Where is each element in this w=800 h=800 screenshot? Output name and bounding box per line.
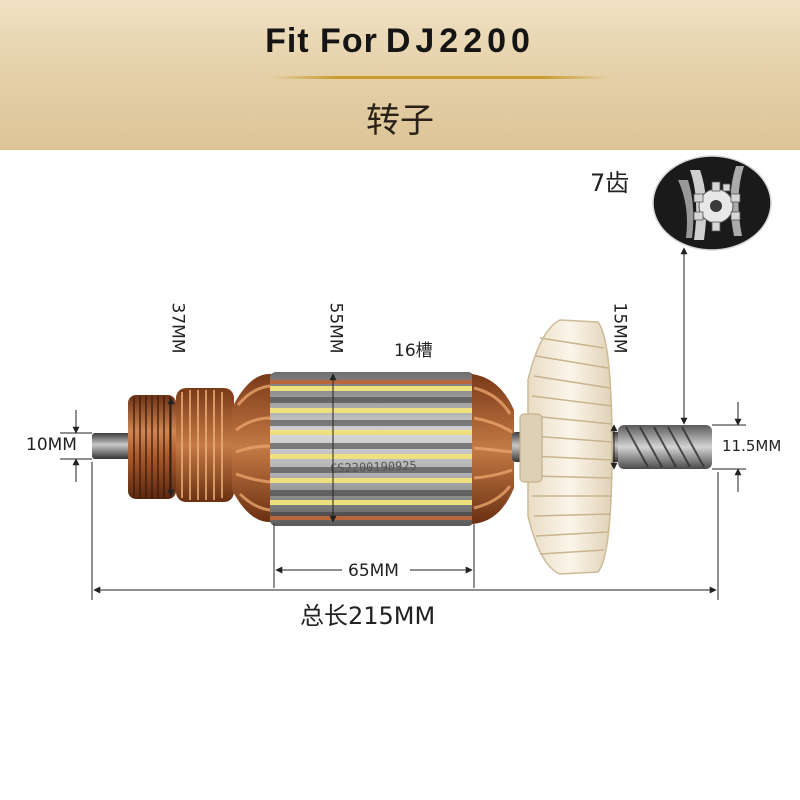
total-length-label: 总长215MM <box>300 602 436 630</box>
commutator-risers <box>176 388 234 502</box>
left-shaft <box>92 433 136 459</box>
left-shaft-label: 10MM <box>26 435 77 455</box>
product-subtitle: 转子 <box>366 101 434 141</box>
right-shaft-label: 11.5MM <box>722 437 782 455</box>
title-model: DJ2200 <box>385 22 535 60</box>
commutator <box>128 395 176 499</box>
pinion-gear <box>618 425 712 469</box>
gold-divider <box>270 76 610 79</box>
core-stamp: CS2200190925 <box>330 458 417 475</box>
dim-core-length <box>273 524 475 588</box>
armature-core <box>270 372 474 526</box>
core-diameter-label: 55MM <box>325 302 346 354</box>
teeth-count-label: 7齿 <box>590 169 630 197</box>
cooling-fan <box>519 319 613 575</box>
pinion-end-view <box>652 155 772 251</box>
left-windings <box>232 373 272 523</box>
title-prefix: Fit For <box>265 22 378 60</box>
dim-total-length <box>91 462 719 600</box>
commutator-diameter-label: 37MM <box>167 302 188 354</box>
dim-left-shaft <box>60 410 92 482</box>
core-length-label: 65MM <box>346 561 401 581</box>
right-windings <box>472 374 514 524</box>
dim-right-shaft <box>712 402 746 492</box>
fan-dimension-label: 15MM <box>609 302 630 354</box>
slot-count-label: 16槽 <box>394 341 433 361</box>
